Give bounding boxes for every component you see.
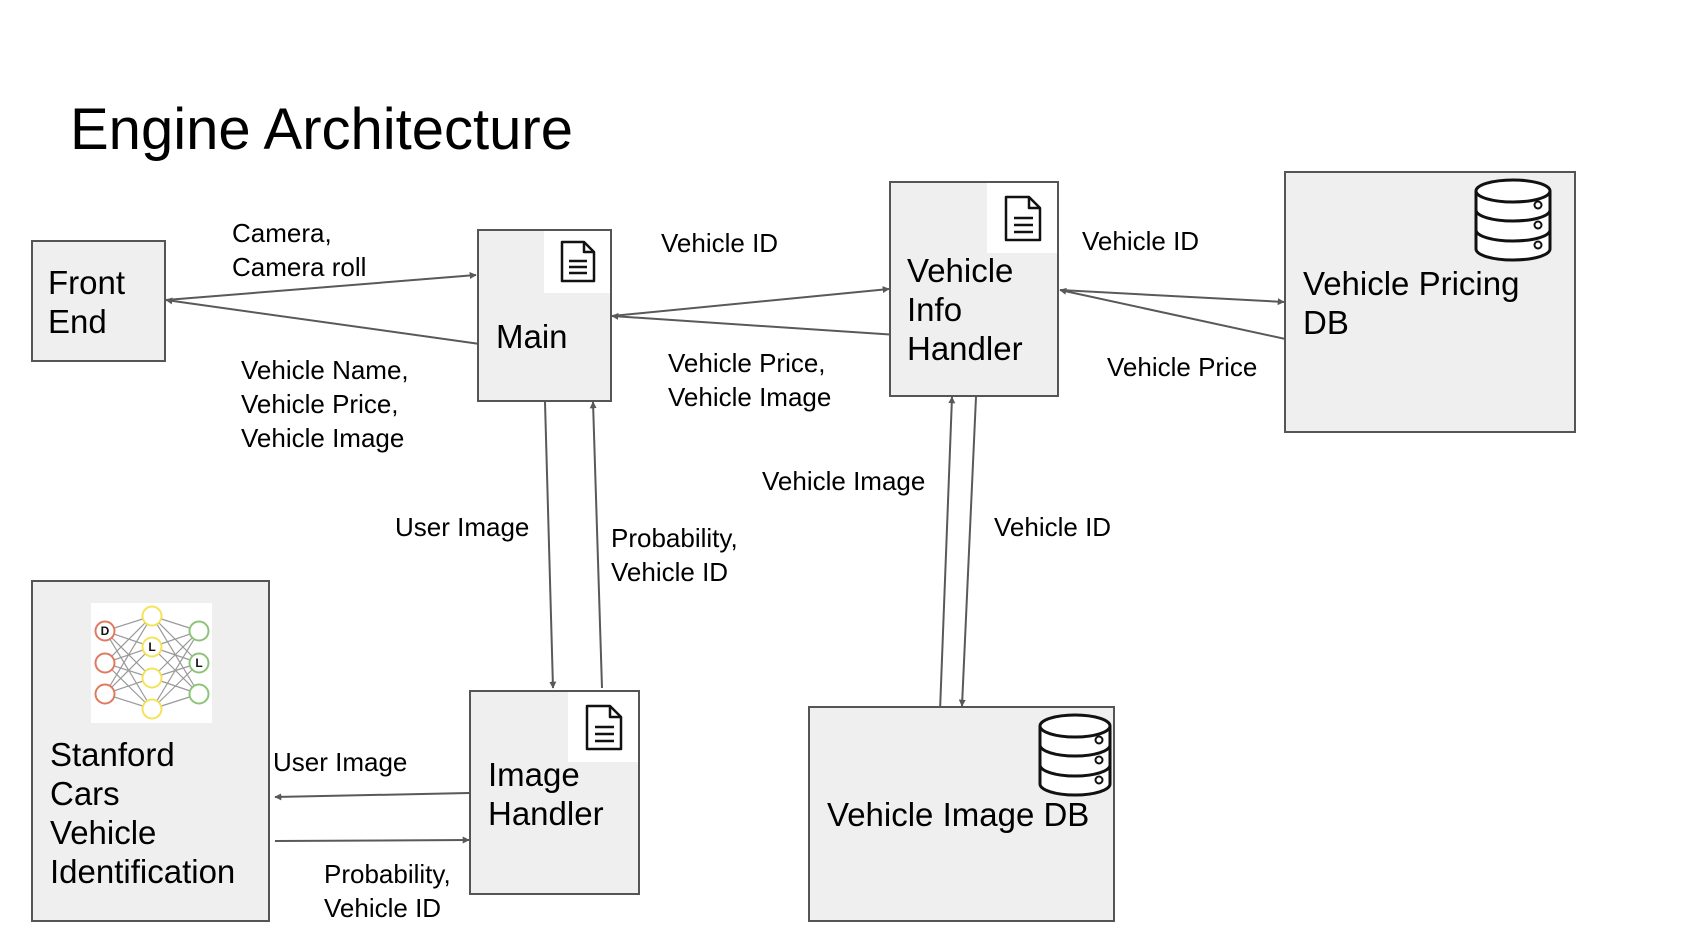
vehicle-info-handler-doc-tile [987,183,1057,253]
nn-output-letter: L [195,656,202,670]
front-end-box[interactable]: Front End [31,240,166,362]
vehicle-info-handler-label: Vehicle Info Handler [907,251,1023,368]
edge-label-image-handler-to-stanford: User Image [273,745,407,779]
edge-label-line: Vehicle Price, [241,389,399,419]
image-handler-label: Image Handler [488,755,604,833]
edge-label-line: Vehicle ID [994,512,1112,542]
image-handler-label-line: Handler [488,795,604,832]
arrow-vehicle-info-handler-to-pricing-db [1059,289,1285,306]
vehicle-image-db-label-line: Vehicle Image DB [827,796,1090,833]
edge-label-line: User Image [273,747,408,777]
stanford-cars-label-line: Vehicle [50,814,157,851]
edge-label-line: Vehicle Image [668,382,832,412]
vehicle-info-handler-label-line: Handler [907,330,1023,367]
edge-label-line: Vehicle Image [241,423,405,453]
document-icon [560,240,596,283]
image-handler-doc-tile [568,692,638,762]
database-icon [1035,710,1115,800]
arrow-vehicle-info-handler-to-main [611,312,898,336]
edge-label-main-to-image-handler: User Image [395,510,529,544]
edge-label-line: User Image [395,512,530,542]
nn-hidden-letter: L [148,640,155,654]
document-icon [1004,195,1042,242]
vehicle-info-handler-label-line: Info [907,291,963,328]
edge-label-line: Camera, [232,218,332,248]
neural-network-icon: D L L [91,603,212,723]
vehicle-image-db-label: Vehicle Image DB [827,795,1089,834]
edge-label-line: Vehicle ID [1082,226,1200,256]
arrow-main-to-vehicle-info-handler [611,286,890,317]
document-icon [585,704,623,751]
edge-label-image-handler-to-main: Probability, Vehicle ID [611,521,738,589]
arrow-image-handler-to-stanford [274,792,470,801]
edge-label-line: Probability, [324,859,451,889]
nn-input-letter: D [101,624,110,638]
edge-label-main-to-vehicle-info-handler: Vehicle ID [661,226,778,260]
stanford-cars-label-line: Identification [50,853,236,890]
main-label-line: Main [496,318,568,355]
edge-label-line: Vehicle Name, [241,355,409,385]
main-doc-tile [544,231,610,293]
arrow-vehicle-info-handler-to-image-db [958,396,977,707]
edge-label-line: Vehicle Price [1107,352,1258,382]
edge-label-image-db-to-vehicle-info-handler: Vehicle Image [762,464,925,498]
edge-label-line: Vehicle ID [611,557,729,587]
vehicle-info-handler-label-line: Vehicle [907,252,1014,289]
arrow-frontend-to-main [165,272,477,301]
arrow-stanford-to-image-handler [274,836,470,844]
image-handler-label-line: Image [488,756,580,793]
edge-label-frontend-to-main: Camera, Camera roll [232,216,366,284]
arrow-main-to-image-handler [544,401,557,689]
edge-label-line: Vehicle Price, [668,348,826,378]
front-end-label-line: Front [48,264,126,301]
stanford-cars-label-line: Cars [50,775,120,812]
edge-label-vehicle-info-handler-to-main: Vehicle Price, Vehicle Image [668,346,831,414]
vehicle-pricing-db-label: Vehicle Pricing DB [1303,264,1519,342]
main-label: Main [496,317,568,356]
vehicle-image-db-box[interactable]: Vehicle Image DB [808,706,1115,922]
stanford-cars-box[interactable]: D L L Stanford Cars Vehicle Identificati… [31,580,270,922]
vehicle-pricing-db-label-line: Vehicle Pricing [1303,265,1520,302]
edge-label-stanford-to-image-handler: Probability, Vehicle ID [324,857,451,925]
front-end-label-line: End [48,303,107,340]
edge-label-vehicle-info-handler-to-image-db: Vehicle ID [994,510,1111,544]
database-icon [1471,175,1555,265]
image-handler-box[interactable]: Image Handler [469,690,640,895]
arrow-image-handler-to-main [589,401,603,689]
front-end-label: Front End [48,263,125,341]
edge-label-line: Vehicle ID [661,228,779,258]
arrow-main-to-frontend [165,297,488,346]
edge-label-line: Vehicle Image [762,466,926,496]
edge-label-line: Vehicle ID [324,893,442,923]
edge-label-line: Camera roll [232,252,367,282]
main-box[interactable]: Main [477,229,612,402]
vehicle-info-handler-box[interactable]: Vehicle Info Handler [889,181,1059,397]
edge-label-main-to-frontend: Vehicle Name, Vehicle Price, Vehicle Ima… [241,353,409,455]
vehicle-pricing-db-label-line: DB [1303,304,1349,341]
edge-label-pricing-db-to-vehicle-info-handler: Vehicle Price [1107,350,1257,384]
edge-label-line: Probability, [611,523,738,553]
page-title: Engine Architecture [70,97,573,162]
stanford-cars-label-line: Stanford [50,736,175,773]
stanford-cars-label: Stanford Cars Vehicle Identification [50,735,235,891]
arrow-pricing-db-to-vehicle-info-handler [1059,287,1291,341]
vehicle-pricing-db-box[interactable]: Vehicle Pricing DB [1284,171,1576,433]
arrow-image-db-to-vehicle-info-handler [939,396,956,712]
edge-label-vehicle-info-handler-to-pricing-db: Vehicle ID [1082,224,1199,258]
